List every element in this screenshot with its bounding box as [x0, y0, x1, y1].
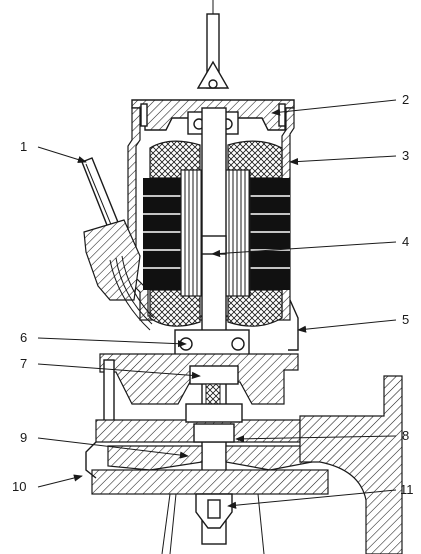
- leader-7: [37, 363, 201, 379]
- suction-leg-right: [257, 493, 265, 554]
- suction-leg-left-inner: [169, 493, 177, 554]
- winding-end-bottom-right: [227, 289, 283, 327]
- volute-discharge: [85, 375, 403, 554]
- leader-5: [297, 319, 397, 333]
- leader-lines: [37, 99, 397, 509]
- leader-6: [37, 337, 187, 348]
- impeller-nut: [195, 493, 233, 529]
- leader-10: [37, 474, 83, 488]
- impeller: [91, 445, 329, 495]
- callout-7: 7: [20, 356, 27, 371]
- leader-1: [37, 146, 87, 164]
- leader-8: [235, 435, 397, 443]
- callout-5: 5: [402, 312, 409, 327]
- stator-windings: [143, 178, 290, 290]
- callout-6: 6: [20, 330, 27, 345]
- callout-3: 3: [402, 148, 409, 163]
- lower-bearing: [174, 329, 250, 359]
- callout-2: 2: [402, 92, 409, 107]
- leader-2: [271, 99, 397, 116]
- callout-1: 1: [20, 139, 27, 154]
- callout-11: 11: [400, 482, 414, 497]
- callout-10: 10: [12, 479, 26, 494]
- winding-end-top-right: [227, 140, 283, 179]
- callout-labels: 1 2 3 4 5 6 7 8 9 10 11: [12, 92, 414, 497]
- cable-entry: [81, 157, 155, 331]
- leader-4: [211, 241, 397, 258]
- callout-8: 8: [402, 428, 409, 443]
- leader-3: [289, 155, 397, 166]
- bearing-bracket: [99, 353, 299, 425]
- lifting-rod: [196, 0, 230, 89]
- callout-4: 4: [402, 234, 409, 249]
- callout-9: 9: [20, 430, 27, 445]
- winding-end-bottom-left: [149, 289, 201, 327]
- leader-9: [37, 437, 189, 459]
- suction-leg-left: [161, 493, 171, 554]
- leader-11: [227, 489, 397, 509]
- seal-housing: [95, 403, 301, 443]
